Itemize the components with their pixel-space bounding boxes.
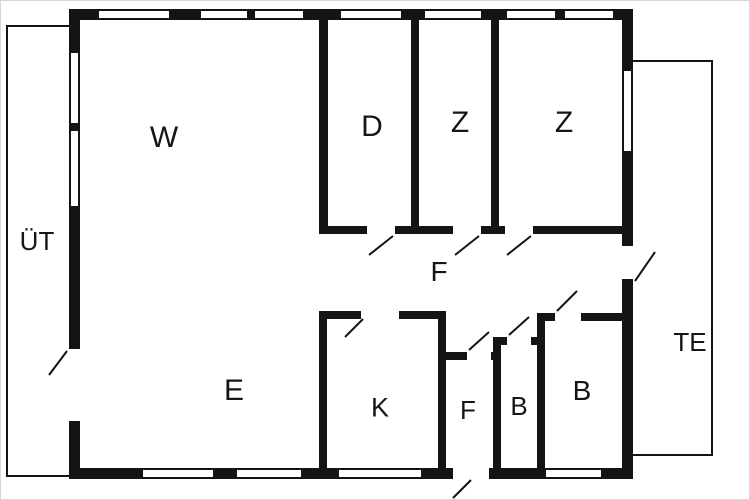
window <box>546 468 601 479</box>
door-opening-exterior <box>453 468 489 479</box>
door-opening-terrace <box>622 246 633 279</box>
door-swing-z1 <box>454 235 480 256</box>
wall-b1-left <box>493 337 501 468</box>
window <box>507 9 555 20</box>
window <box>339 468 421 479</box>
window <box>201 9 247 20</box>
window <box>622 71 633 151</box>
room-label-b2: B <box>572 375 592 406</box>
door-swing-z2 <box>506 235 532 256</box>
window <box>565 9 613 20</box>
window <box>69 53 80 123</box>
door-swing-b2 <box>556 290 578 312</box>
door-swing-b1 <box>508 316 530 336</box>
wall-k-right <box>438 311 446 468</box>
room-label-w: W <box>149 121 179 154</box>
door-opening-b2 <box>555 313 581 321</box>
wall-exterior-right <box>622 9 633 479</box>
room-label-f-hall: F <box>430 256 448 287</box>
room-label-z1: Z <box>450 106 470 139</box>
door-swing-fbath <box>468 331 490 351</box>
door-swing-d <box>368 235 394 256</box>
room-label-b1: B <box>510 391 528 421</box>
window <box>143 468 213 479</box>
door-swing-ut <box>48 350 68 376</box>
covered-terrace-outline-bottom <box>6 475 69 477</box>
window <box>237 468 301 479</box>
wall-w-d <box>319 20 328 226</box>
door-opening-b1 <box>507 337 531 345</box>
room-label-ut: ÜT <box>19 226 55 256</box>
door-swing-k <box>344 318 364 338</box>
room-label-e: E <box>223 374 245 407</box>
window <box>425 9 481 20</box>
door-opening-z1 <box>453 226 481 234</box>
room-label-f-bath: F <box>460 395 476 425</box>
room-label-k: K <box>370 392 390 423</box>
wall-b2-left <box>537 313 545 468</box>
covered-terrace-outline-top <box>6 25 69 27</box>
covered-terrace-outline-left <box>6 25 8 477</box>
door-swing-terrace <box>634 251 656 282</box>
door-opening-ut <box>69 349 80 421</box>
window <box>255 9 303 20</box>
door-opening-fbath <box>467 352 491 360</box>
door-swing-exterior <box>452 479 472 499</box>
window <box>341 9 401 20</box>
window <box>69 131 80 206</box>
room-label-z2: Z <box>554 106 574 139</box>
wall-exterior-left <box>69 9 80 479</box>
door-opening-d <box>367 226 395 234</box>
wall-d-z <box>411 20 419 226</box>
terrace-outline-right <box>711 60 713 456</box>
door-opening-k <box>361 311 399 319</box>
terrace-outline-top <box>633 60 713 62</box>
room-label-te: TE <box>673 327 707 357</box>
wall-z-z <box>491 20 499 226</box>
door-opening-z2 <box>505 226 533 234</box>
terrace-outline-bottom <box>633 454 713 456</box>
room-label-d: D <box>361 110 383 143</box>
window <box>99 9 169 20</box>
wall-k-left <box>319 311 327 468</box>
